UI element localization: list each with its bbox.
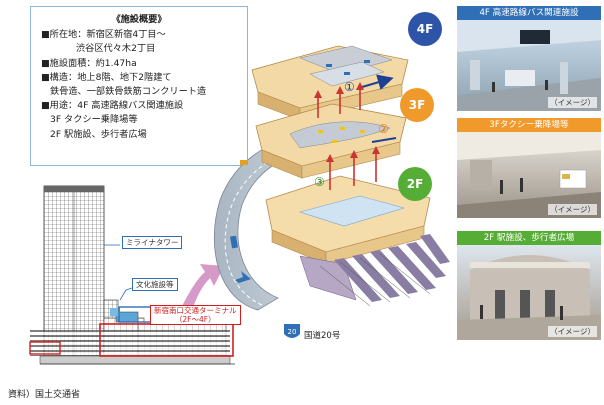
floor-2f-deck [265, 175, 431, 301]
photo-panel-2f: 2F 駅施設、歩行者広場 （イメージ） [457, 231, 601, 340]
structure-line-1: ■構造：地上8階、地下2階建て [41, 71, 172, 83]
floor-3f-deck [255, 103, 407, 179]
marker-3: ③ [314, 175, 325, 189]
photo-panel-4f: 4F 高速路線バス関連施設 （イメージ） [457, 6, 601, 111]
route-number: 20 [288, 328, 297, 336]
location-line-1: 新宿区新宿4丁目～ [86, 29, 166, 41]
facility-summary-box: 《施設概要》 ■所在地：新宿区新宿4丁目～ 渋谷区代々木2丁目 ■施設面積：約1… [30, 6, 248, 166]
photo-2f-image [457, 245, 601, 340]
photo-4f-header: 4F 高速路線バス関連施設 [457, 6, 601, 20]
source-note: 資料）国土交通省 [8, 390, 81, 400]
photo-4f-caption: （イメージ） [548, 97, 597, 108]
terminal-label-line-1: 新宿南口交通ターミナル [154, 306, 237, 315]
photo-4f-image [457, 20, 601, 111]
vertical-connectors [314, 82, 380, 190]
culture-label: 文化施設等 [132, 278, 178, 291]
use-line-3: 2F 駅施設、歩行者広場 [50, 128, 147, 140]
photo-2f-caption: （イメージ） [548, 326, 597, 337]
terminal-label: 新宿南口交通ターミナル （2F～4F） [150, 305, 241, 325]
location-label: ■所在地： [41, 29, 87, 41]
road-ramp [213, 137, 313, 311]
focus-arrow [180, 264, 224, 316]
route-20-shield: 20 [284, 324, 300, 338]
structure-line-2: 鉄骨造、一部鉄骨鉄筋コンクリート造 [50, 86, 207, 98]
badge-3f: 3F [400, 88, 434, 122]
photo-3f-image [457, 132, 601, 218]
badge-4f: 4F [408, 12, 442, 46]
marker-1: ① [344, 80, 355, 94]
photo-3f-header: 3Fタクシー乗降場等 [457, 118, 601, 132]
terminal-west-outline [29, 341, 61, 355]
route-label: 国道20号 [304, 331, 341, 341]
location-line-2: 渋谷区代々木2丁目 [76, 43, 156, 55]
photo-2f-header: 2F 駅施設、歩行者広場 [457, 231, 601, 245]
tower-label: ミライナタワー [122, 236, 183, 249]
marker-2: ② [378, 122, 389, 136]
culture-leader [119, 287, 133, 301]
platform-rows [319, 234, 450, 307]
photo-3f-caption: （イメージ） [548, 204, 597, 215]
area-line: ■施設面積：約1.47ha [41, 57, 137, 69]
summary-title: 《施設概要》 [111, 14, 167, 25]
photo-panel-3f: 3Fタクシー乗降場等 （イメージ） [457, 118, 601, 218]
use-line-2: 3F タクシー乗降場等 [50, 114, 138, 126]
terminal-label-line-2: （2F～4F） [174, 315, 216, 324]
badge-2f: 2F [398, 167, 432, 201]
use-line-1: ■用途：4F 高速路線バス関連施設 [41, 100, 184, 112]
